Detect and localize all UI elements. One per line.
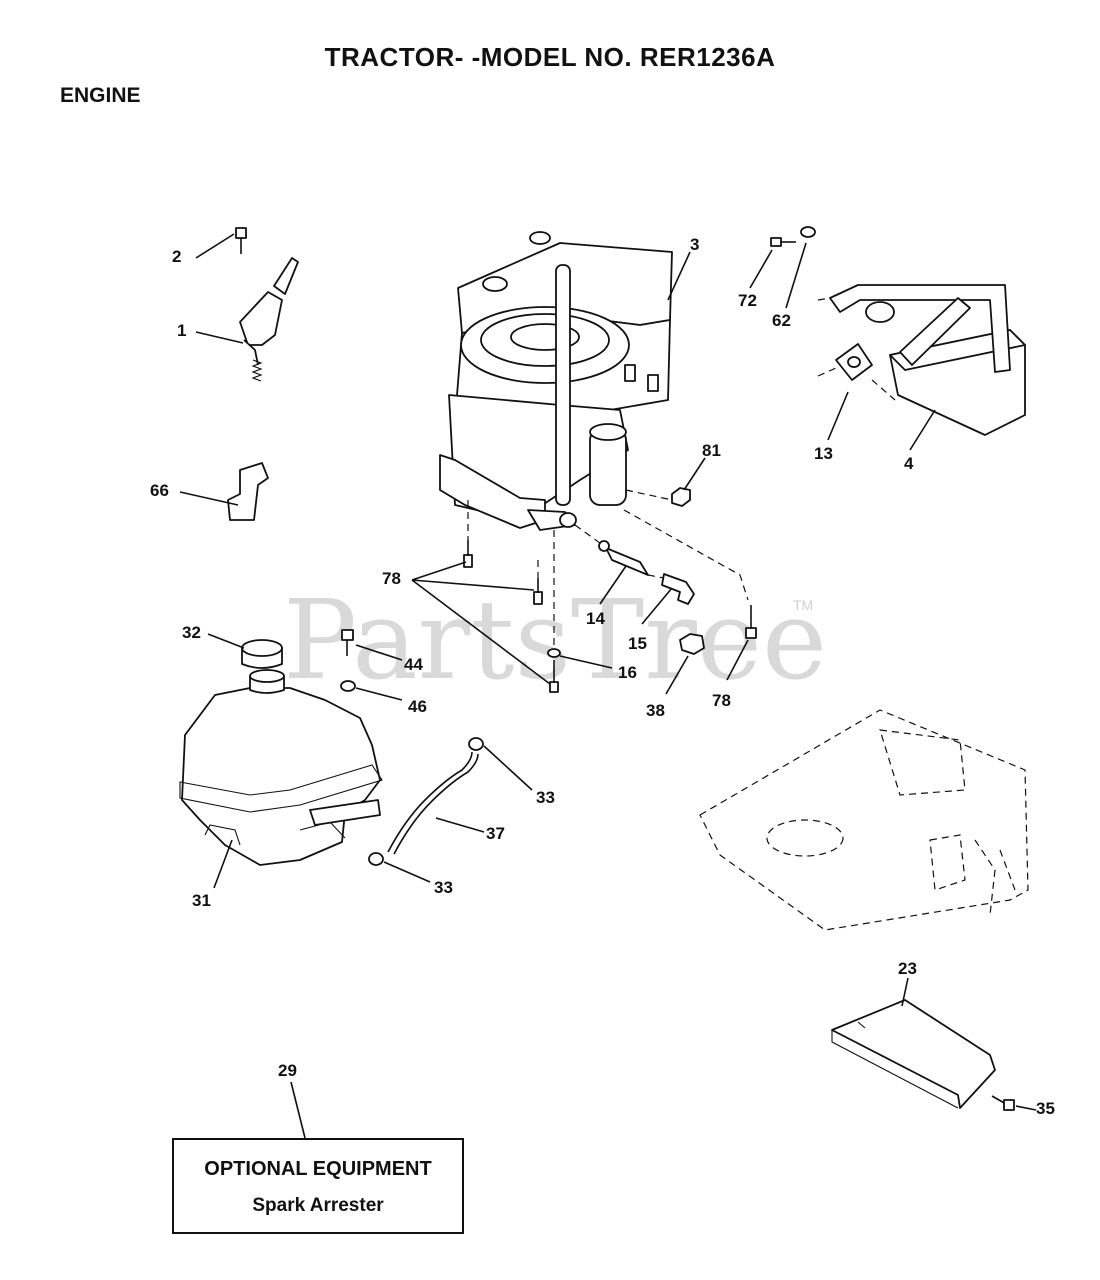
- bracket-part[interactable]: [227, 462, 269, 521]
- fuel-line-part[interactable]: [387, 751, 479, 855]
- nut-38-part[interactable]: [679, 633, 705, 655]
- throttle-control-part[interactable]: [239, 257, 299, 382]
- callout-72: 72: [738, 291, 757, 310]
- callout-1: 1: [177, 321, 186, 340]
- callout-62: 62: [772, 311, 791, 330]
- callout-16: 16: [618, 663, 637, 682]
- fuel-tank-part[interactable]: [179, 669, 383, 866]
- callout-78-second: 78: [712, 691, 731, 710]
- optional-equipment-heading: OPTIONAL EQUIPMENT: [204, 1158, 432, 1180]
- muffler-part[interactable]: [829, 284, 1026, 436]
- callout-4: 4: [904, 454, 914, 473]
- screw-72-part[interactable]: [770, 237, 796, 247]
- washer-46-part[interactable]: [340, 680, 356, 692]
- callout-78: 78: [382, 569, 401, 588]
- callout-38: 38: [646, 701, 665, 720]
- optional-equipment-box: OPTIONAL EQUIPMENT Spark Arrester: [172, 1138, 464, 1234]
- fuel-cap-part[interactable]: [241, 639, 283, 669]
- callout-33: 33: [536, 788, 555, 807]
- nut-part[interactable]: [671, 487, 691, 507]
- callout-35: 35: [1036, 1099, 1055, 1118]
- callout-29: 29: [278, 1061, 297, 1080]
- callout-13: 13: [814, 444, 833, 463]
- callout-37: 37: [486, 824, 505, 843]
- callout-3: 3: [690, 235, 699, 254]
- page-title: TRACTOR- -MODEL NO. RER1236A: [324, 42, 776, 72]
- callout-2: 2: [172, 247, 181, 266]
- callout-23: 23: [898, 959, 917, 978]
- frame-plate: [699, 709, 1029, 931]
- callout-14: 14: [586, 609, 605, 628]
- engine-part[interactable]: [439, 231, 673, 531]
- callout-44: 44: [404, 655, 423, 674]
- elbow-part[interactable]: [661, 573, 695, 605]
- heat-shield-part[interactable]: [831, 999, 996, 1109]
- washer-part[interactable]: [800, 226, 816, 238]
- callout-31: 31: [192, 891, 211, 910]
- section-heading: ENGINE: [60, 84, 141, 107]
- callout-33-second: 33: [434, 878, 453, 897]
- hose-clamp-part[interactable]: [368, 737, 484, 866]
- callout-66: 66: [150, 481, 169, 500]
- callout-15: 15: [628, 634, 647, 653]
- spark-arrester-label: Spark Arrester: [252, 1195, 384, 1216]
- screw-44-part[interactable]: [341, 629, 354, 656]
- screw-35-part[interactable]: [991, 1095, 1015, 1111]
- bolt-part[interactable]: [463, 540, 757, 693]
- screw-part[interactable]: [235, 227, 247, 254]
- callout-32: 32: [182, 623, 201, 642]
- callout-81: 81: [702, 441, 721, 460]
- watermark-tm: TM: [793, 597, 813, 613]
- gasket-part[interactable]: [835, 343, 873, 381]
- washer-16-part[interactable]: [547, 648, 561, 658]
- callout-46: 46: [408, 697, 427, 716]
